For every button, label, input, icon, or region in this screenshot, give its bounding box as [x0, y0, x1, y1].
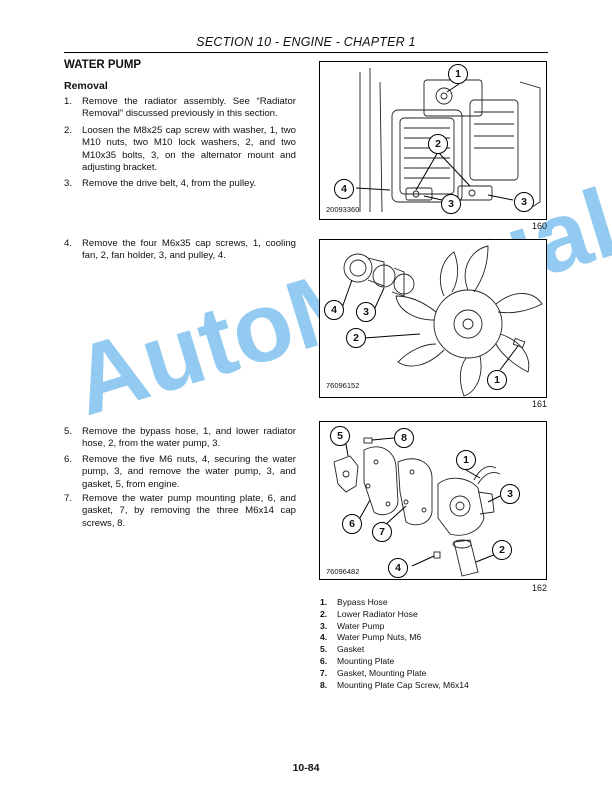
callout-4: 4	[388, 558, 408, 578]
figure-number: 160	[531, 221, 547, 231]
callout-7: 7	[372, 522, 392, 542]
callout-3: 3	[356, 302, 376, 322]
legend-item: 2. Lower Radiator Hose	[320, 609, 469, 621]
callout-1: 1	[448, 64, 468, 84]
legend-text: Water Pump	[337, 620, 385, 631]
callout-2: 2	[428, 134, 448, 154]
page-header-title: SECTION 10 - ENGINE - CHAPTER 1	[196, 35, 416, 49]
step-6: 6. Remove the five M6 nuts, 4, securing …	[64, 454, 296, 491]
callout-4: 4	[334, 179, 354, 199]
legend-number: 2.	[320, 608, 328, 619]
step-5: 5. Remove the bypass hose, 1, and lower …	[64, 426, 296, 451]
step-1: 1. Remove the radiator assembly. See “Ra…	[64, 96, 296, 121]
step-number: 7.	[64, 493, 73, 504]
subsection-title: Removal	[64, 80, 108, 92]
legend-item: 3. Water Pump	[320, 621, 469, 633]
step-4: 4. Remove the four M6x35 cap screws, 1, …	[64, 238, 296, 263]
figure-id: 76096152	[326, 381, 360, 390]
legend-item: 1. Bypass Hose	[320, 597, 469, 609]
step-number: 3.	[64, 178, 73, 189]
legend-number: 1.	[320, 597, 328, 607]
water-pump-exploded-illustration	[333, 437, 501, 577]
callout-1: 1	[487, 370, 507, 390]
legend-text: Water Pump Nuts, M6	[337, 632, 422, 643]
step-text: Loosen the M8x25 cap screw with washer, …	[82, 125, 296, 174]
callout-3: 3	[500, 484, 520, 504]
callout-1: 1	[456, 450, 476, 470]
figure-number: 162	[531, 583, 547, 593]
legend-text: Mounting Plate	[337, 655, 395, 666]
step-7: 7. Remove the water pump mounting plate,…	[64, 493, 296, 530]
legend-text: Gasket, Mounting Plate	[337, 667, 427, 678]
figure-id: 76096482	[326, 567, 360, 576]
step-text: Remove the bypass hose, 1, and lower rad…	[82, 426, 296, 450]
legend-number: 6.	[320, 655, 328, 666]
legend-text: Bypass Hose	[337, 597, 388, 607]
step-number: 2.	[64, 125, 73, 136]
legend-number: 8.	[320, 679, 328, 690]
figure-162: 5 8 1 3 6 7 2 4 76096482	[319, 421, 547, 580]
step-text: Remove the five M6 nuts, 4, securing the…	[82, 454, 296, 490]
step-2: 2. Loosen the M8x25 cap screw with washe…	[64, 125, 296, 175]
figure-160: 1 2 3 3 4 20093360	[319, 61, 547, 220]
callout-5: 5	[330, 426, 350, 446]
step-number: 6.	[64, 454, 73, 465]
legend-number: 7.	[320, 667, 328, 678]
callout-2: 2	[492, 540, 512, 560]
legend-text: Gasket	[337, 644, 365, 655]
step-number: 1.	[64, 96, 73, 107]
legend-text: Lower Radiator Hose	[337, 608, 418, 619]
callout-3: 3	[514, 192, 534, 212]
step-text: Remove the radiator assembly. See “Radia…	[82, 96, 296, 120]
legend-item: 4. Water Pump Nuts, M6	[320, 632, 469, 644]
legend-number: 3.	[320, 620, 328, 631]
callout-2: 2	[346, 328, 366, 348]
figure-number: 161	[531, 399, 547, 409]
header-rule	[64, 52, 548, 53]
legend-text: Mounting Plate Cap Screw, M6x14	[337, 679, 469, 690]
legend-item: 6. Mounting Plate	[320, 656, 469, 668]
callout-3: 3	[441, 194, 461, 214]
section-title: WATER PUMP	[64, 59, 142, 71]
figure-161: 4 3 2 1 76096152	[319, 239, 547, 398]
step-text: Remove the drive belt, 4, from the pulle…	[82, 178, 257, 189]
cooling-fan-illustration	[341, 245, 543, 397]
step-number: 4.	[64, 238, 73, 249]
legend-item: 5. Gasket	[320, 644, 469, 656]
legend-number: 5.	[320, 644, 328, 655]
page-number: 10-84	[292, 762, 320, 774]
step-text: Remove the four M6x35 cap screws, 1, coo…	[82, 238, 296, 262]
legend-item: 7. Gasket, Mounting Plate	[320, 668, 469, 680]
callout-4: 4	[324, 300, 344, 320]
step-text: Remove the water pump mounting plate, 6,…	[82, 493, 296, 529]
step-3: 3. Remove the drive belt, 4, from the pu…	[64, 178, 296, 190]
callout-6: 6	[342, 514, 362, 534]
legend-number: 4.	[320, 632, 328, 643]
callout-8: 8	[394, 428, 414, 448]
parts-legend: 1. Bypass Hose 2. Lower Radiator Hose 3. Wa…	[320, 597, 469, 691]
step-number: 5.	[64, 426, 73, 437]
figure-id: 20093360	[326, 205, 360, 214]
legend-item: 8. Mounting Plate Cap Screw, M6x14	[320, 680, 469, 692]
